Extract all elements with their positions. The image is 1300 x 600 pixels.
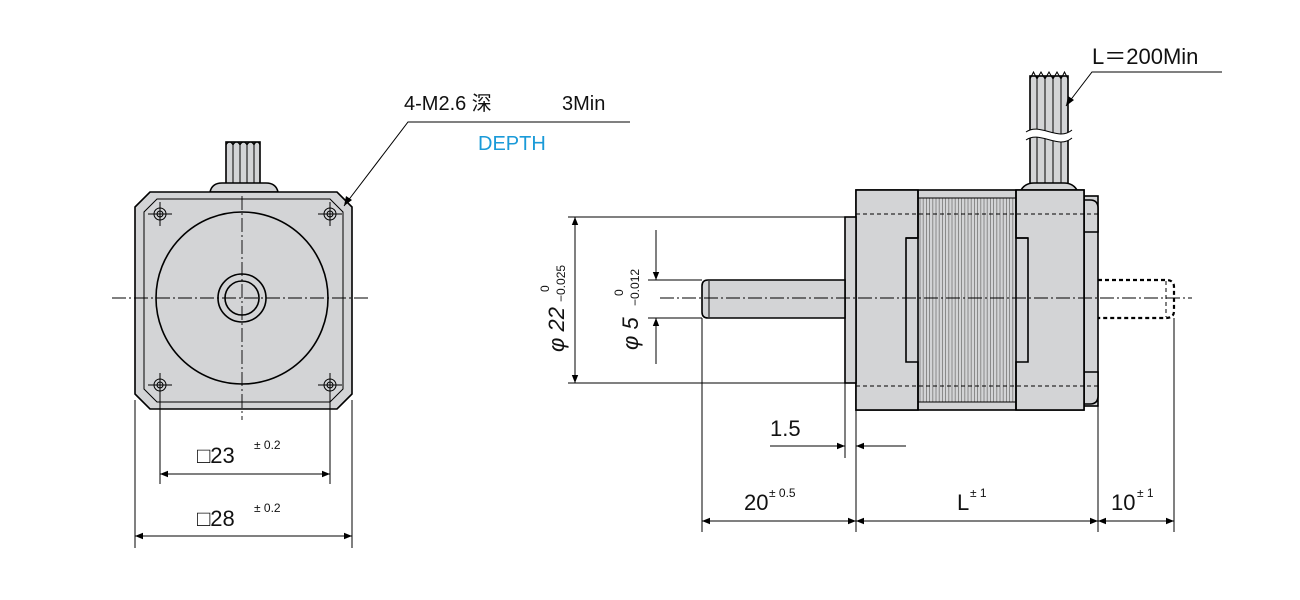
rear-length-tol: ± 1 (1137, 486, 1154, 500)
front-view (112, 121, 630, 548)
outer-square-tol: ± 0.2 (254, 501, 281, 515)
rear-length-label: 10 (1111, 490, 1135, 515)
flange-tol-lower: −0.025 (554, 265, 568, 302)
shaft-length-label: 20 (744, 490, 768, 515)
front-lead-wires (209, 141, 279, 193)
side-lead-wires (1018, 70, 1080, 193)
flange-tol-upper: 0 (538, 285, 552, 292)
body-length-tol: ± 1 (970, 486, 987, 500)
side-view (568, 70, 1222, 532)
tap-depth-label: DEPTH (478, 133, 546, 155)
stator-fins (919, 198, 1014, 402)
tap-depth-value: 3Min (562, 93, 605, 115)
flange-dia-label: φ 22 (544, 307, 569, 352)
shaft-dia-label: φ 5 (618, 317, 643, 350)
shaft-tol-lower: −0.012 (628, 269, 642, 306)
flange-dia-dim: φ 22 0 −0.025 (538, 265, 569, 352)
body-length-label: L (957, 490, 969, 515)
rear-shaft-hidden (1098, 278, 1176, 320)
front-shaft-side (701, 279, 846, 319)
outer-square-dim: □28 (197, 506, 235, 531)
pilot-length-label: 1.5 (770, 416, 801, 441)
inner-square-tol: ± 0.2 (254, 438, 281, 452)
front-pilot (844, 216, 857, 384)
inner-square-dim: □23 (197, 443, 235, 468)
shaft-length-tol: ± 0.5 (769, 486, 796, 500)
tap-spec-label: 4-M2.6 深 (404, 92, 492, 115)
rear-cover (1083, 195, 1099, 407)
lead-length-label: L＝200Min (1092, 44, 1198, 69)
front-housing (134, 191, 353, 410)
shaft-tol-upper: 0 (612, 289, 626, 296)
shaft-dia-dim: φ 5 0 −0.012 (612, 269, 643, 350)
